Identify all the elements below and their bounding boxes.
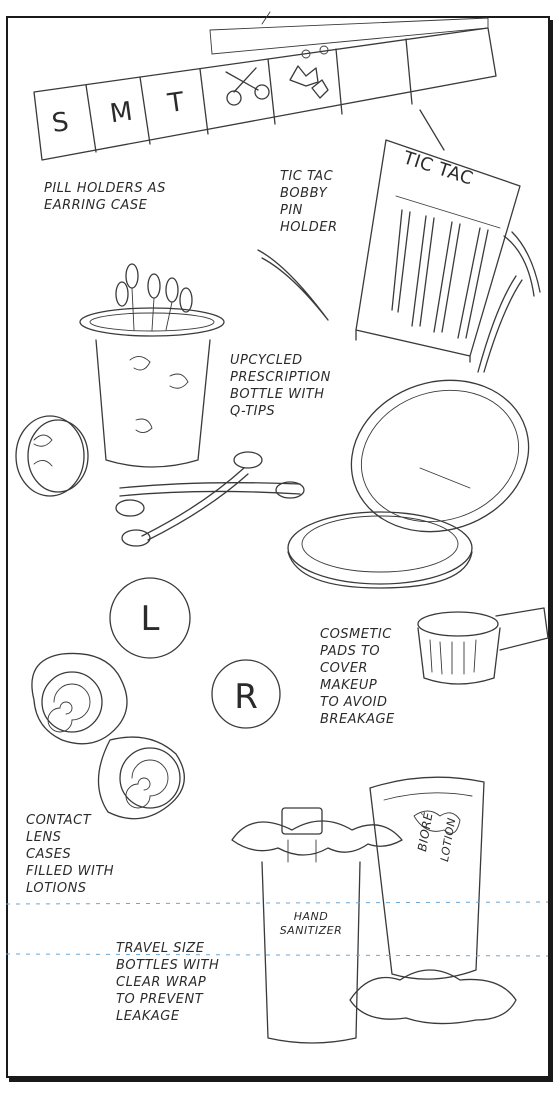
pill-day-sunday: S xyxy=(49,106,72,140)
pill-day-monday: M xyxy=(108,96,135,130)
label-contact-lens: CONTACT LENS CASES FILLED WITH LOTIONS xyxy=(26,813,115,896)
lens-cap-right-letter: R xyxy=(234,677,258,717)
guide-line-2 xyxy=(5,953,549,957)
label-cosmetic-pads: COSMETIC PADS TO COVER MAKEUP TO AVOID B… xyxy=(320,627,395,727)
label-tictac-holder: TIC TAC BOBBY PIN HOLDER xyxy=(280,169,338,235)
sketch-frame xyxy=(6,16,550,1078)
pill-organizer-drawing xyxy=(33,11,497,161)
hand-sanitizer-drawing xyxy=(231,807,403,1044)
label-prescription-bottle: UPCYCLED PRESCRIPTION BOTTLE WITH Q-TIPS xyxy=(230,353,331,419)
guide-line xyxy=(5,901,549,905)
contact-lens-case-drawing: L R xyxy=(31,577,281,820)
compact-drawing xyxy=(287,379,530,589)
cosmetic-pads-jar-drawing xyxy=(417,607,549,685)
lens-cap-left-letter: L xyxy=(141,599,160,639)
pill-day-tuesday: T xyxy=(165,87,187,119)
sanitizer-label: HAND SANITIZER xyxy=(279,910,343,937)
tictac-box-drawing xyxy=(257,109,541,373)
label-travel-bottles: TRAVEL SIZE BOTTLES WITH CLEAR WRAP TO P… xyxy=(116,941,220,1024)
label-pill-holders: PILL HOLDERS AS EARRING CASE xyxy=(44,181,166,213)
prescription-bottle-drawing xyxy=(15,263,305,547)
lotion-tube-drawing xyxy=(349,776,517,1025)
